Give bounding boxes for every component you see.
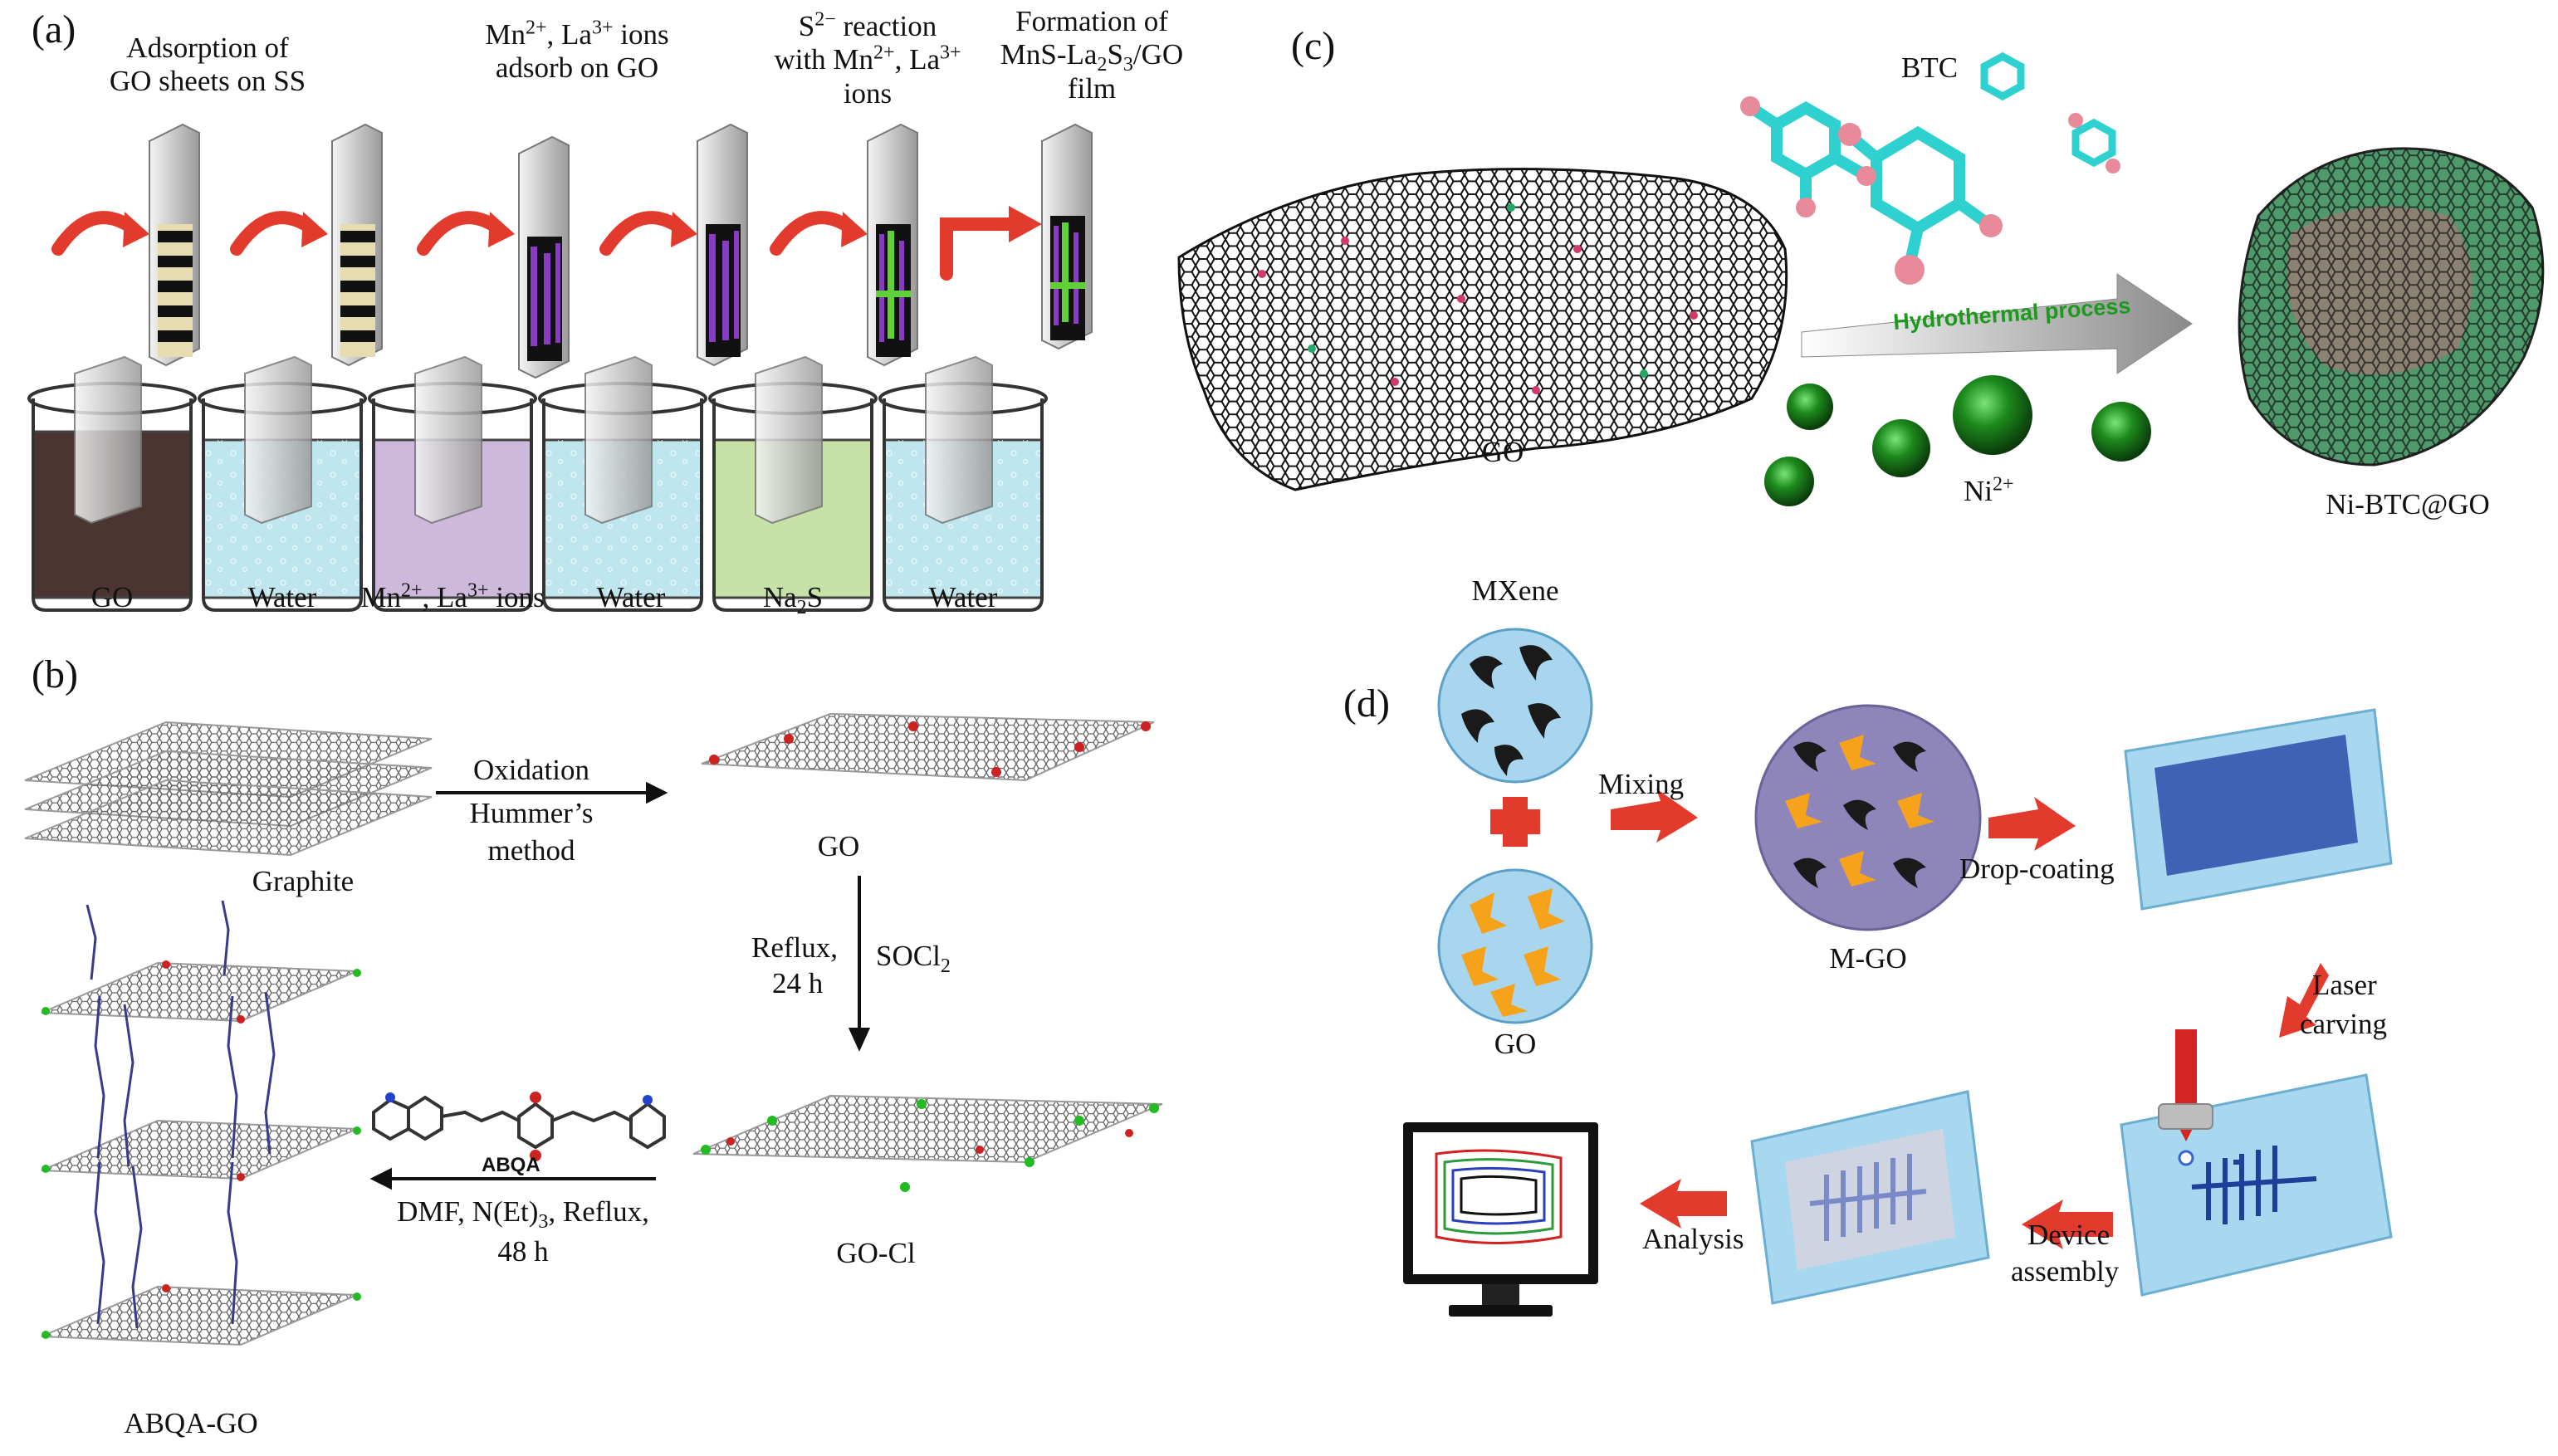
panel-b-graphics <box>24 712 1163 1346</box>
drop-coating-label: Drop-coating <box>1959 853 2115 885</box>
gocl-sheet <box>692 1094 1163 1192</box>
go-flakes <box>1461 888 1565 1017</box>
device-substrate <box>1750 1090 1990 1305</box>
gocl-label: GO-Cl <box>836 1237 916 1269</box>
monitor-icon <box>1403 1122 1598 1317</box>
ni-btc-go-label: Ni-BTC@GO <box>2326 488 2490 520</box>
beaker-label-ions: Mn2+, La3+ ions <box>360 579 545 613</box>
beaker-label-na2s: Na2S <box>762 581 824 618</box>
panel-c-graphics <box>1177 51 2545 506</box>
go-label-c: GO <box>1481 436 1524 468</box>
btc-label: BTC <box>1901 51 1959 84</box>
panel-d-label: (d) <box>1343 682 1390 726</box>
socl2-label: SOCl2 <box>876 940 951 977</box>
panel-a-substrates <box>149 123 1093 379</box>
mgo-label: M-GO <box>1829 942 1907 975</box>
mgo-circle <box>1754 704 1982 931</box>
step-formation-label: Formation of MnS-La2S3/GO film <box>1000 5 1184 105</box>
mixing-label: Mixing <box>1598 768 1685 800</box>
ni-label: Ni2+ <box>1964 473 2014 507</box>
panel-d-graphics <box>1403 628 2393 1317</box>
beaker-label-water-2: Water <box>596 581 666 613</box>
panel-c-label: (c) <box>1291 24 1336 68</box>
hours-24-label: 24 h <box>772 967 824 999</box>
beaker-label-water-3: Water <box>928 581 998 613</box>
laser-carving-substrate <box>2120 1029 2393 1297</box>
abqa-molecule <box>372 1092 666 1161</box>
hours-48-label: 48 h <box>497 1235 549 1268</box>
graphite-stack <box>24 721 433 857</box>
plus-icon <box>1490 797 1540 847</box>
ni-btc-go-composite <box>2238 147 2545 467</box>
panel-d-arrows <box>1611 789 2329 1249</box>
abqa-go-label: ABQA-GO <box>124 1407 258 1439</box>
laser-label: Laser <box>2312 969 2377 1001</box>
beaker-label-go: GO <box>90 581 134 613</box>
abqa-label: ABQA <box>482 1154 540 1176</box>
device-label: Device <box>2027 1219 2110 1251</box>
ni-spheres <box>1764 375 2151 506</box>
hummers-label: Hummer’s <box>469 797 594 829</box>
step-reaction-label: S2− reaction with Mn2+, La3+ ions <box>774 8 961 110</box>
carving-label: carving <box>2300 1008 2387 1040</box>
step-ions-adsorb-label: Mn2+, La3+ ions adsorb on GO <box>485 17 669 85</box>
go-sheet <box>701 712 1155 782</box>
go-circle <box>1437 868 1593 1024</box>
graphite-label: Graphite <box>252 865 355 897</box>
oxidation-label: Oxidation <box>473 754 589 786</box>
step-adsorption-label: Adsorption of GO sheets on SS <box>109 32 306 98</box>
analysis-label: Analysis <box>1642 1223 1744 1255</box>
btc-molecules <box>1746 51 2116 271</box>
go-label-d: GO <box>1494 1028 1537 1060</box>
assembly-label: assembly <box>2011 1255 2120 1287</box>
method-label: method <box>487 834 575 867</box>
panel-a-arrowheads <box>123 206 1042 247</box>
mxene-label: MXene <box>1471 574 1559 607</box>
abqa-go-stack <box>41 900 361 1346</box>
go-label-b: GO <box>817 830 860 862</box>
hydrothermal-arrow <box>1801 273 2193 374</box>
panel-b-label: (b) <box>32 652 78 696</box>
go-wavy-sheet <box>1177 168 1788 491</box>
reflux-label: Reflux, <box>751 931 839 964</box>
beaker-label-water-1: Water <box>247 581 317 613</box>
panel-a-label: (a) <box>32 7 76 51</box>
mxene-flakes <box>1461 645 1561 776</box>
drop-coated-substrate <box>2124 708 2393 911</box>
panel-a-beakers <box>27 355 1048 612</box>
dmf-label: DMF, N(Et)3, Reflux, <box>397 1195 649 1233</box>
